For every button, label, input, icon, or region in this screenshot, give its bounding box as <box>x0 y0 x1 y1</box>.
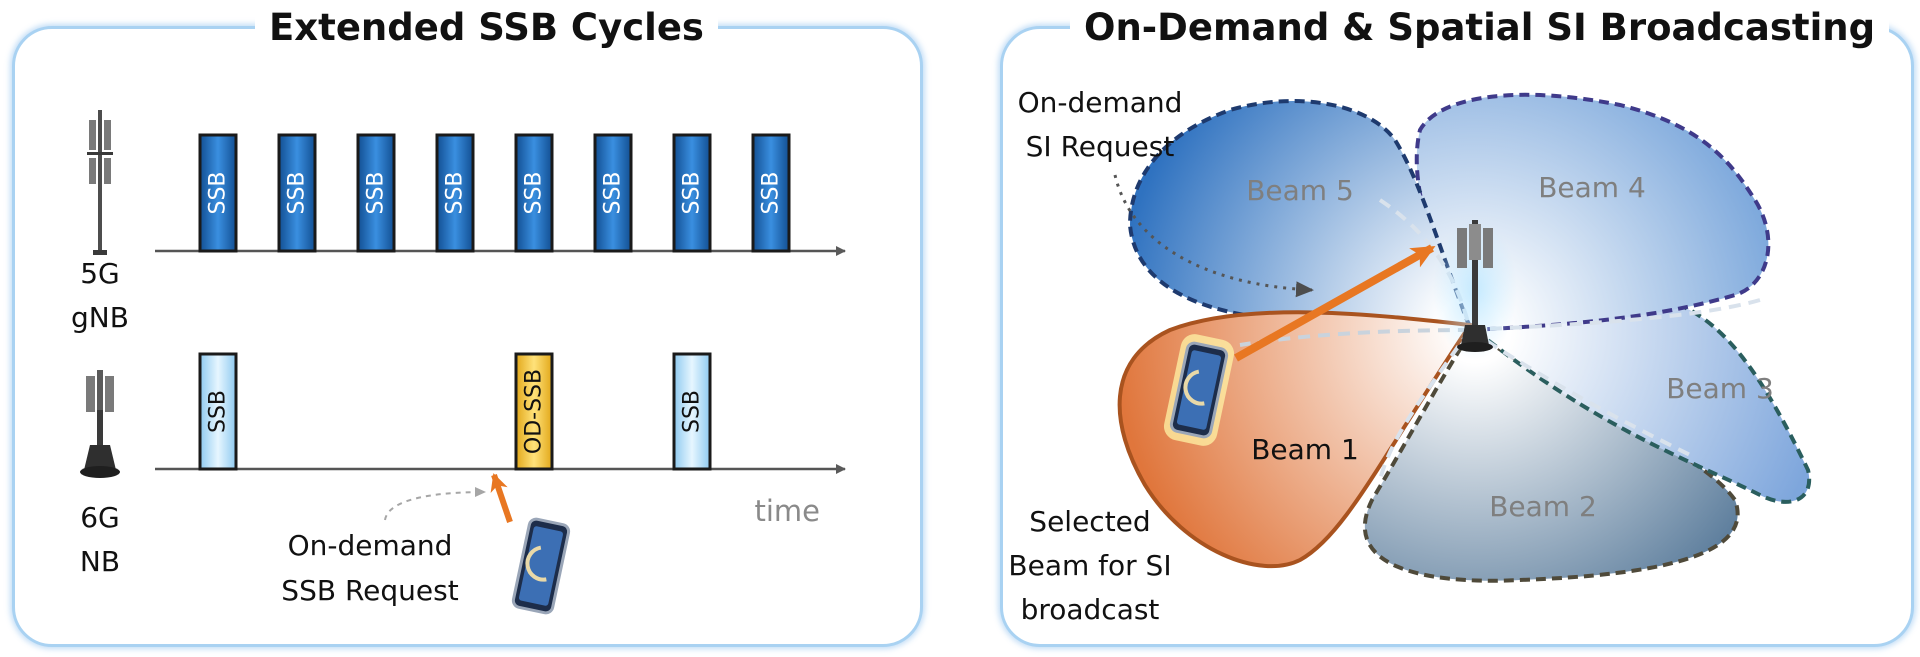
node-5g-label-line1: 5G <box>80 257 120 290</box>
ssb-block-label: SSB <box>364 171 389 214</box>
request-dashed-arrow <box>384 487 486 521</box>
ssb-block <box>672 352 712 471</box>
ssb-block-label: SSB <box>522 171 547 214</box>
beam-4-label: Beam 4 <box>1538 171 1646 204</box>
ssb-block <box>514 133 554 253</box>
beam-2-lobe <box>1363 327 1740 583</box>
si-request-arrow <box>1234 244 1436 362</box>
ssb-block-label: SSB <box>443 171 468 214</box>
beam-1-label: Beam 1 <box>1251 433 1359 466</box>
smartphone-icon <box>511 517 571 615</box>
ssb-block <box>593 133 633 253</box>
ssb-block-label: SSB <box>680 171 705 214</box>
ssb-block <box>198 352 238 471</box>
ssb-block-label: SSB <box>206 390 231 433</box>
selected-beam-label-line2: Beam for SI <box>1008 549 1171 582</box>
od-ssb-block-label: OD-SSB <box>522 369 547 454</box>
beam-overlap-line <box>1378 328 1472 481</box>
ssb-block-label: SSB <box>601 171 626 214</box>
od-ssb-block <box>514 352 554 471</box>
beam-3-label: Beam 3 <box>1666 372 1774 405</box>
si-request-label-line1: On-demand <box>1018 86 1183 119</box>
cell-tower-icon <box>80 370 120 478</box>
ssb-block-label: SSB <box>285 171 310 214</box>
beam-5-label: Beam 5 <box>1246 174 1354 207</box>
ssb-block <box>672 133 712 253</box>
left-panel-title: Extended SSB Cycles <box>255 2 718 54</box>
ssb-block-label: SSB <box>759 171 784 214</box>
cell-tower-icon <box>87 110 113 255</box>
node-6g-label-line1: 6G <box>80 501 120 534</box>
cell-tower-icon <box>1457 220 1493 352</box>
ssb-block <box>435 133 475 253</box>
ssb-block <box>277 133 317 253</box>
ssb-block <box>751 133 791 253</box>
beam-3-lobe <box>1471 294 1812 504</box>
ssb-block-label: SSB <box>680 390 705 433</box>
selected-beam-label-line3: broadcast <box>1021 593 1160 626</box>
si-request-label-line2: SI Request <box>1026 130 1175 163</box>
ssb-block <box>198 133 238 253</box>
beam-2-label: Beam 2 <box>1489 490 1597 523</box>
left-panel <box>12 26 923 647</box>
node-5g-label-line2: gNB <box>71 301 129 334</box>
ssb-request-label-line2: SSB Request <box>281 574 458 607</box>
selected-beam-label-line1: Selected <box>1029 505 1150 538</box>
smartphone-icon <box>1169 341 1229 439</box>
ssb-block-label: SSB <box>206 171 231 214</box>
node-6g-label-line2: NB <box>80 545 120 578</box>
ssb-request-label-line1: On-demand <box>288 529 453 562</box>
ssb-request-arrow <box>490 473 513 523</box>
time-axis-label: time <box>754 494 820 528</box>
ssb-block <box>356 133 396 253</box>
beam-overlap-line <box>1469 298 1761 332</box>
right-panel-title: On-Demand & Spatial SI Broadcasting <box>1070 2 1890 54</box>
beam-overlap-line <box>1468 328 1691 457</box>
